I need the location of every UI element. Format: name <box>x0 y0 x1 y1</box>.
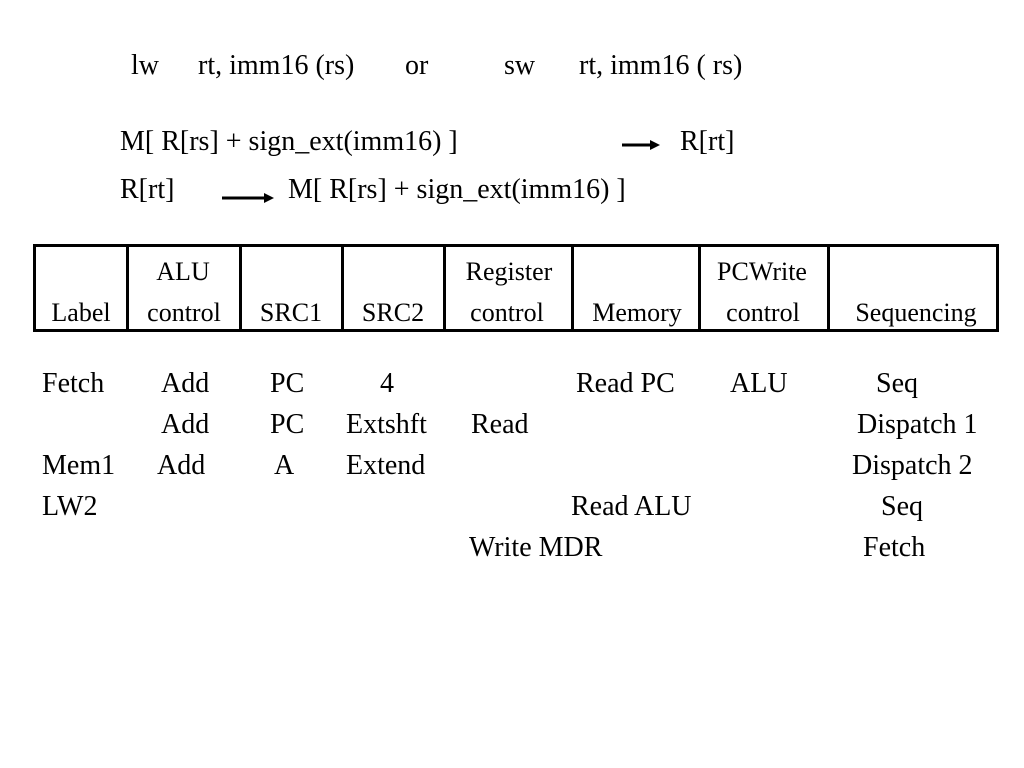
row-alu-control: Add <box>157 450 206 481</box>
row-src2: Extend <box>346 450 426 481</box>
column-divider <box>571 244 574 332</box>
instruction-lw-operands: rt, imm16 (rs) <box>198 50 355 81</box>
column-divider <box>827 244 830 332</box>
header-pcwrite-control-line1: PCWrite <box>717 257 807 286</box>
instruction-sw-mnemonic: sw <box>504 50 536 81</box>
header-memory: Memory <box>592 298 682 327</box>
row-sequencing: Seq <box>876 368 918 399</box>
column-divider <box>239 244 242 332</box>
header-src2: SRC2 <box>361 298 425 327</box>
header-src1: SRC1 <box>259 298 323 327</box>
rtl-load-source: M[ R[rs] + sign_ext(imm16) ] <box>120 126 458 157</box>
row-sequencing: Dispatch 1 <box>857 409 978 440</box>
row-memory: Read PC <box>576 368 675 399</box>
row-register-control: Read <box>471 409 529 440</box>
column-divider <box>341 244 344 332</box>
row-sequencing: Fetch <box>863 532 926 563</box>
row-src1: PC <box>270 368 305 399</box>
column-divider <box>698 244 701 332</box>
arrow-right-icon <box>222 193 274 203</box>
row-memory: Read ALU <box>571 491 692 522</box>
row-alu-control: Add <box>161 409 210 440</box>
header-pcwrite-control-line2: control <box>726 298 800 327</box>
row-pcwrite-control: ALU <box>730 368 788 399</box>
header-sequencing: Sequencing <box>855 298 977 327</box>
row-src2: Extshft <box>346 409 427 440</box>
column-divider <box>443 244 446 332</box>
rtl-store-destination: M[ R[rs] + sign_ext(imm16) ] <box>288 174 626 205</box>
rtl-store-source: R[rt] <box>120 174 175 205</box>
header-alu-control-line1: ALU <box>156 257 210 286</box>
instruction-or-word: or <box>405 50 429 81</box>
header-label: Label <box>51 298 111 327</box>
header-register-control-line1: Register <box>465 257 553 286</box>
column-divider <box>126 244 129 332</box>
row-sequencing: Seq <box>881 491 923 522</box>
row-label: Mem1 <box>42 450 116 481</box>
row-label: LW2 <box>42 491 98 522</box>
microcode-table-header <box>33 244 999 332</box>
header-register-control-line2: control <box>470 298 544 327</box>
row-src2: 4 <box>380 368 394 399</box>
row-alu-control: Add <box>161 368 210 399</box>
header-alu-control-line2: control <box>147 298 221 327</box>
instruction-lw-mnemonic: lw <box>131 50 159 81</box>
row-register-control: Write MDR <box>469 532 603 563</box>
instruction-sw-operands: rt, imm16 ( rs) <box>579 50 743 81</box>
rtl-load-destination: R[rt] <box>680 126 735 157</box>
row-src1: A <box>274 450 295 481</box>
row-sequencing: Dispatch 2 <box>852 450 973 481</box>
arrow-right-icon <box>622 140 660 150</box>
row-label: Fetch <box>42 368 105 399</box>
row-src1: PC <box>270 409 305 440</box>
